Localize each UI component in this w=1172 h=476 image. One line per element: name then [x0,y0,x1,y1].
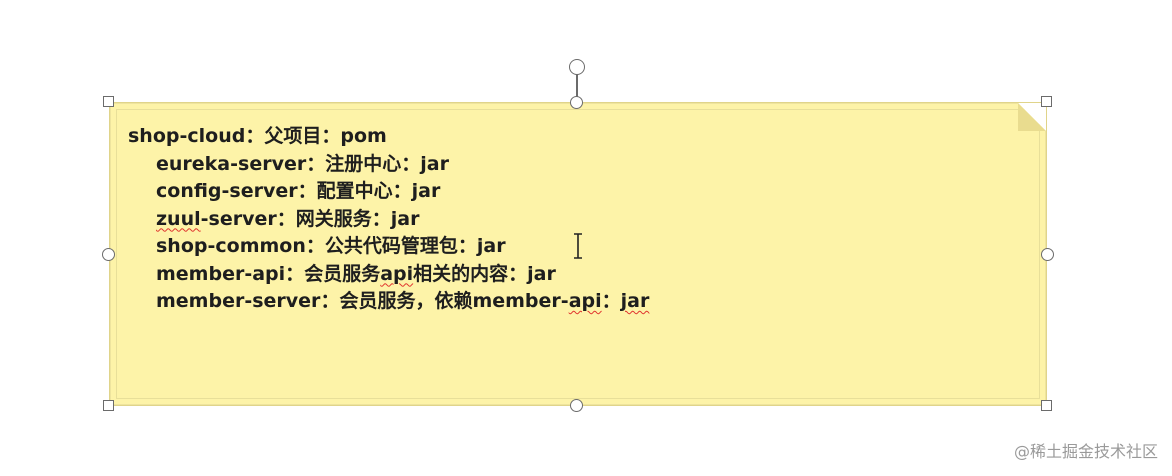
resize-handle-left[interactable] [102,248,115,261]
text-cursor-icon [574,233,582,259]
resize-handle-bottom-right[interactable] [1041,400,1052,411]
resize-handle-right[interactable] [1041,248,1054,261]
spellcheck-word: zuul [156,207,201,230]
rotate-handle[interactable] [569,59,585,75]
resize-handle-top-right[interactable] [1041,96,1052,107]
resize-handle-top-left[interactable] [103,96,114,107]
spellcheck-word: jar [620,290,650,312]
note-line-config-server: config-server：配置中心：jar [156,180,441,202]
resize-handle-bottom-left[interactable] [103,400,114,411]
rotate-handle-stem [576,74,578,102]
note-line-shop-common: shop-common：公共代码管理包：jar [156,235,506,257]
note-line-eureka-server: eureka-server：注册中心：jar [156,152,449,175]
note-line-member-server: member-server：会员服务，依赖member-api：jar [156,290,650,312]
note-line-shop-cloud: shop-cloud：父项目：pom [128,125,387,147]
folded-corner-icon [1018,103,1046,131]
resize-handle-top[interactable] [570,96,583,109]
spellcheck-word: api [568,290,602,312]
note-line-zuul-server: zuul-server：网关服务：jar [156,207,420,230]
watermark: @稀土掘金技术社区 [1013,442,1158,461]
spellcheck-word: api [380,262,414,285]
resize-handle-bottom[interactable] [570,399,583,412]
note-text[interactable]: shop-cloud：父项目：pom eureka-server：注册中心：ja… [128,123,649,316]
note-line-member-api: member-api：会员服务api相关的内容：jar [156,262,556,285]
